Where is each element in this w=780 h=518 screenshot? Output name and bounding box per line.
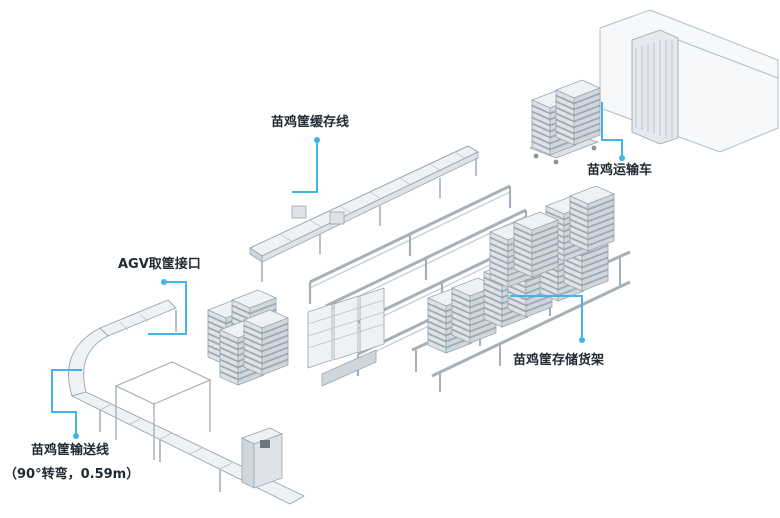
- label-agv-port: AGV取筐接口: [118, 257, 201, 272]
- transport-cart: [528, 80, 600, 165]
- cache-line-conveyor: [248, 145, 480, 282]
- callout-lines: [51, 102, 623, 436]
- label-conveyor-line: 苗鸡筐输送线: [31, 443, 110, 458]
- crate-stacks: [208, 290, 288, 385]
- label-transport-cart: 苗鸡运输车: [587, 163, 653, 178]
- label-cache-line: 苗鸡筐缓存线: [271, 115, 350, 130]
- storage-rack: [411, 186, 631, 392]
- callout-dots: [73, 137, 625, 439]
- cold-room-structure: [599, 9, 779, 153]
- agv-carrier: [307, 287, 385, 387]
- control-cabinet: [240, 427, 284, 489]
- label-storage-rack: 苗鸡筐存储货架: [513, 353, 605, 368]
- label-conveyor-spec: （90°转弯，0.59m）: [4, 467, 140, 482]
